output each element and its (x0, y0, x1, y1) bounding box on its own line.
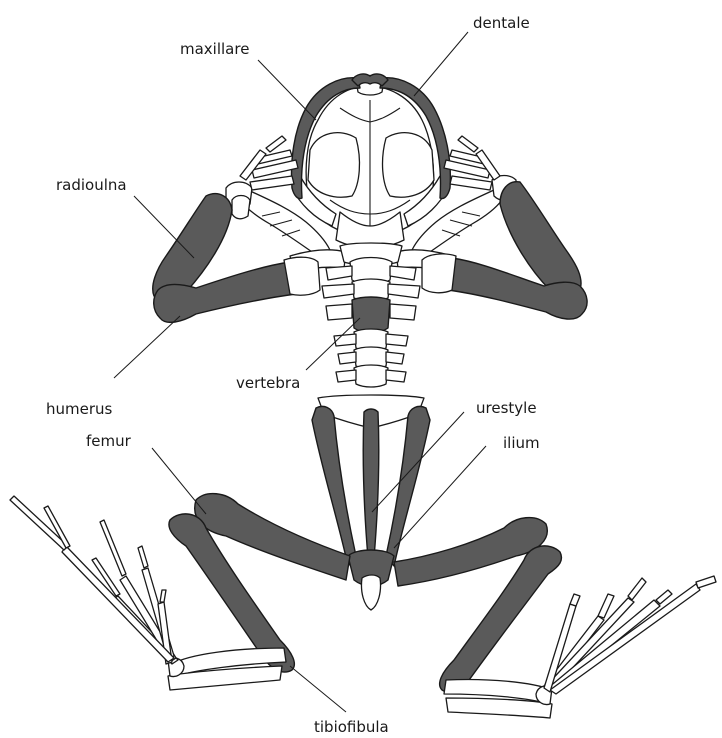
leader-tibiofibula (290, 666, 346, 712)
label-humerus: humerus (46, 400, 113, 418)
humerus-left-head (284, 257, 320, 295)
label-tibiofibula: tibiofibula (314, 718, 389, 736)
left-orbit (308, 133, 359, 198)
left-leg (10, 494, 350, 690)
ilium-left (312, 406, 356, 566)
right-orbit (383, 133, 434, 198)
right-leg (394, 518, 716, 718)
ischium (361, 575, 380, 610)
leader-maxillare (258, 60, 316, 120)
ilium-right (386, 406, 430, 566)
label-radioulna: radioulna (56, 176, 127, 194)
leader-femur (152, 448, 206, 514)
humerus-right-head (422, 254, 456, 293)
label-urestyle: urestyle (476, 399, 537, 417)
leader-dentale (414, 32, 468, 96)
label-vertebra: vertebra (236, 374, 300, 392)
label-ilium: ilium (503, 434, 540, 452)
labels: maxillare dentale radioulna humerus vert… (46, 14, 540, 736)
vertebra-highlight (352, 297, 390, 333)
urostyle (363, 409, 379, 558)
skull (292, 74, 451, 248)
label-dentale: dentale (473, 14, 530, 32)
label-femur: femur (86, 432, 132, 450)
leader-humerus (114, 316, 180, 378)
label-maxillare: maxillare (180, 40, 249, 58)
